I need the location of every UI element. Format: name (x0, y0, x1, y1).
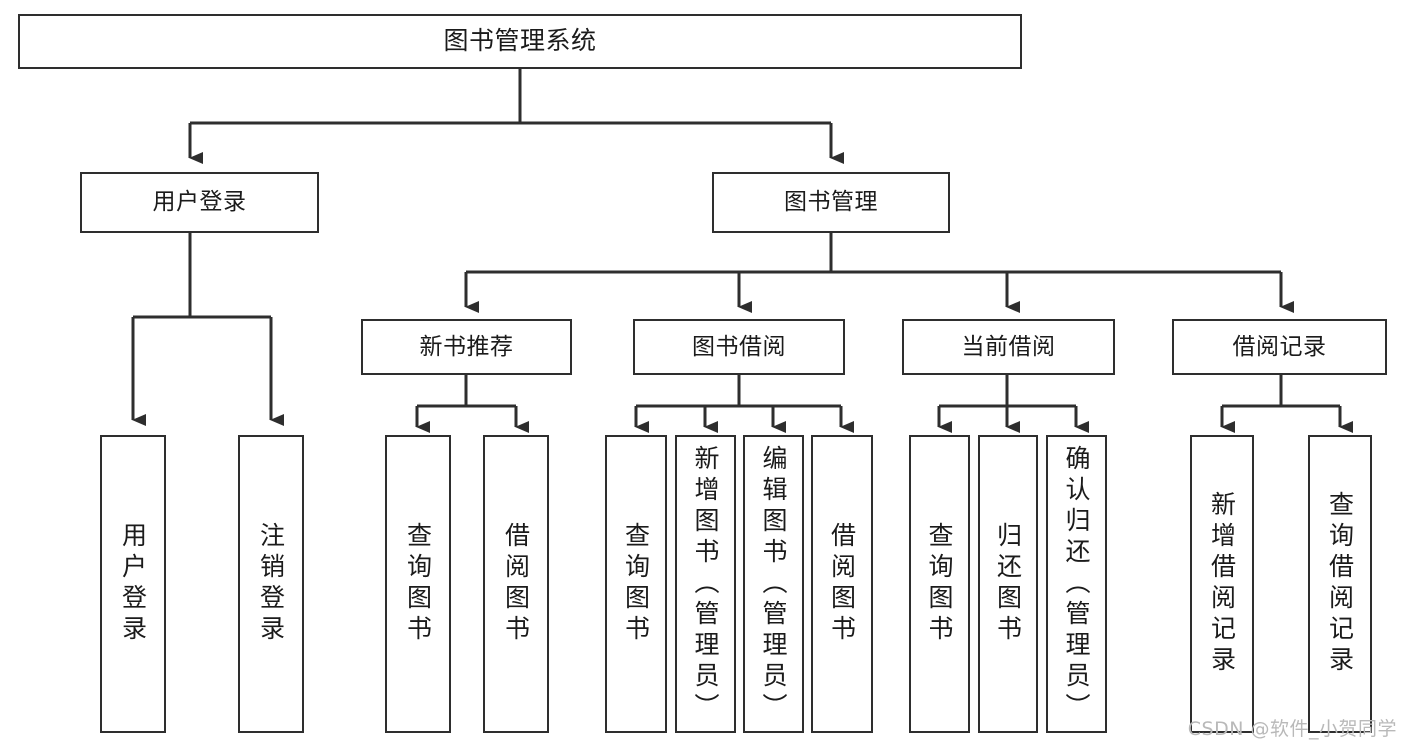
node-label: 用户登录 (152, 189, 247, 216)
leaf-confirm-return-admin[interactable]: 确认归还（管理员） (1046, 435, 1107, 733)
leaf-borrow-book[interactable]: 借阅图书 (811, 435, 873, 733)
node-label: 借阅图书 (827, 522, 857, 646)
leaf-user-login[interactable]: 用户登录 (100, 435, 166, 733)
node-current-borrow[interactable]: 当前借阅 (902, 319, 1115, 375)
node-user-login[interactable]: 用户登录 (80, 172, 319, 233)
node-label: 借阅图书 (501, 522, 531, 646)
leaf-query-book-borrow[interactable]: 查询图书 (605, 435, 667, 733)
node-root-system[interactable]: 图书管理系统 (18, 14, 1022, 69)
node-label: 确认归还（管理员） (1062, 444, 1091, 724)
leaf-edit-book-admin[interactable]: 编辑图书（管理员） (743, 435, 804, 733)
node-label: 新增借阅记录 (1207, 491, 1237, 677)
node-label: 图书借阅 (692, 333, 786, 360)
node-label: 图书管理系统 (443, 26, 597, 56)
node-label: 借阅记录 (1232, 333, 1327, 360)
leaf-add-borrow-record[interactable]: 新增借阅记录 (1190, 435, 1254, 733)
node-label: 当前借阅 (961, 333, 1056, 360)
leaf-borrow-book-recommend[interactable]: 借阅图书 (483, 435, 549, 733)
csdn-watermark: CSDN @软件_小贺同学 (1187, 718, 1397, 740)
node-label: 编辑图书（管理员） (759, 444, 788, 724)
leaf-query-book-recommend[interactable]: 查询图书 (385, 435, 451, 733)
node-label: 新书推荐 (419, 333, 514, 360)
node-label: 归还图书 (993, 522, 1023, 646)
node-label: 查询图书 (403, 522, 433, 646)
node-label: 注销登录 (256, 522, 286, 646)
node-label: 新增图书（管理员） (691, 444, 720, 724)
node-label: 查询图书 (925, 522, 954, 646)
leaf-query-book-current[interactable]: 查询图书 (909, 435, 970, 733)
node-label: 查询图书 (621, 522, 651, 646)
leaf-add-book-admin[interactable]: 新增图书（管理员） (675, 435, 736, 733)
leaf-query-borrow-record[interactable]: 查询借阅记录 (1308, 435, 1372, 733)
node-book-management[interactable]: 图书管理 (712, 172, 950, 233)
node-new-book-recommend[interactable]: 新书推荐 (361, 319, 572, 375)
node-borrow-record[interactable]: 借阅记录 (1172, 319, 1387, 375)
leaf-logout[interactable]: 注销登录 (238, 435, 304, 733)
node-book-borrow[interactable]: 图书借阅 (633, 319, 845, 375)
leaf-return-book[interactable]: 归还图书 (978, 435, 1038, 733)
node-label: 图书管理 (784, 189, 878, 216)
node-label: 查询借阅记录 (1325, 491, 1355, 677)
node-label: 用户登录 (118, 522, 148, 646)
